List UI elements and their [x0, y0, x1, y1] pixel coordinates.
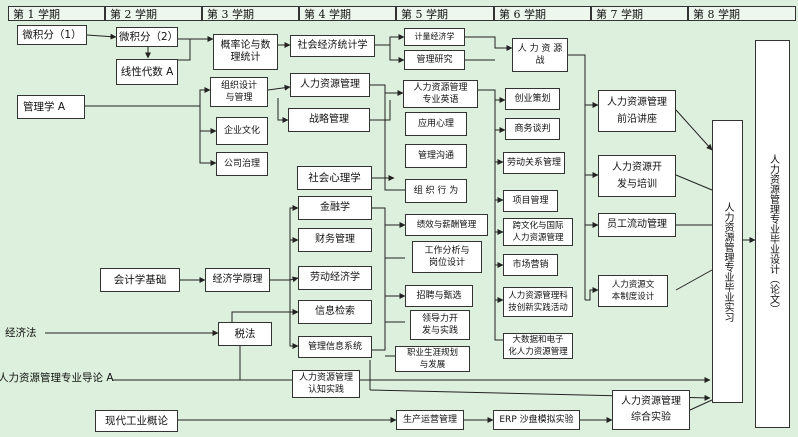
course-graduation-internship: 人力资源管理专业毕业实习: [712, 120, 743, 403]
course-linear-algebra: 线性代数 A: [116, 59, 178, 85]
course-social-statistics: 社会经济统计学: [290, 35, 375, 57]
course-social-psychology: 社会心理学: [297, 166, 372, 190]
course-hr-comprehensive-lab: 人力资源管理 综合实验: [612, 390, 690, 430]
course-graduation-thesis: 人力资源管理专业毕业设计（论文）: [755, 40, 790, 428]
course-strategic-management: 战略管理: [288, 108, 370, 132]
course-economic-law: 经济法: [5, 327, 37, 339]
semester-4-header: 第 4 学期: [299, 6, 396, 21]
course-employee-turnover: 员工流动管理: [598, 213, 676, 237]
course-erp-simulation: ERP 沙盘模拟实验: [493, 410, 580, 430]
course-career-planning: 职业生涯规划 与发展: [395, 346, 470, 372]
course-modern-industry: 现代工业概论: [95, 410, 178, 432]
course-production-operations: 生产运营管理: [396, 410, 464, 430]
course-corporate-governance: 公司治理: [216, 152, 268, 176]
course-cognitive-practice: 人力资源管理 认知实践: [292, 370, 360, 398]
course-econometrics: 计量经济学: [404, 28, 465, 46]
course-hrm: 人力资源管理: [290, 73, 370, 97]
course-management-communication: 管理沟通: [405, 144, 467, 168]
course-financial-management: 财务管理: [298, 228, 372, 252]
course-project-management: 项目管理: [503, 190, 558, 212]
course-cross-cultural-hrm: 跨文化与国际 人力资源管理: [503, 218, 573, 246]
course-information-retrieval: 信息检索: [298, 300, 372, 324]
course-finance: 金融学: [298, 196, 372, 220]
course-economics-principles: 经济学原理: [205, 268, 270, 292]
course-job-analysis: 工作分析与 岗位设计: [412, 241, 482, 273]
course-labor-relations: 劳动关系管理: [503, 152, 565, 174]
course-calculus-1: 微积分（1）: [17, 25, 87, 45]
semester-8-header: 第 8 学期: [688, 6, 796, 21]
course-bigdata-ehr: 大数据和电子 化人力资源管理: [503, 333, 573, 359]
course-performance-compensation: 绩效与薪酬管理: [405, 214, 488, 236]
course-hr-frontier-lecture: 人力资源管理 前沿讲座: [598, 90, 676, 132]
course-applied-psychology: 应用心理: [405, 112, 467, 136]
course-hr-english: 人力资源管理 专业英语: [403, 80, 478, 108]
course-marketing: 市场营销: [503, 254, 558, 276]
semester-2-header: 第 2 学期: [105, 6, 202, 21]
semester-1-header: 第 1 学期: [8, 6, 105, 21]
course-hr-strategy: 人 力 资 源 战: [512, 38, 568, 72]
course-hrm-introduction: 人力资源管理专业导论 A: [0, 372, 114, 384]
course-recruitment-selection: 招聘与甄选: [405, 285, 473, 307]
course-labor-economics: 劳动经济学: [298, 266, 372, 290]
course-corporate-culture: 企业文化: [216, 117, 268, 145]
course-business-negotiation: 商务谈判: [505, 118, 560, 140]
course-entrepreneurship: 创业策划: [505, 88, 560, 110]
semester-7-header: 第 7 学期: [591, 6, 688, 21]
course-calculus-2: 微积分（2）: [116, 27, 178, 47]
course-accounting: 会计学基础: [100, 268, 180, 292]
course-org-design: 组织设计 与管理: [210, 77, 268, 107]
course-organizational-behavior: 组 织 行 为: [405, 179, 467, 203]
course-hr-innovation-practice: 人力资源管理科 技创新实践活动: [503, 287, 573, 317]
course-management-research: 管理研究: [404, 50, 465, 70]
course-leadership-development: 领导力开 发与实践: [410, 310, 470, 340]
course-probability-statistics: 概率论与数 理统计: [213, 34, 278, 70]
semester-6-header: 第 6 学期: [494, 6, 591, 21]
course-hr-document-design: 人力资源文 本制度设计: [598, 275, 668, 307]
course-tax-law: 税法: [218, 322, 272, 346]
semester-5-header: 第 5 学期: [396, 6, 494, 21]
course-management-a: 管理学 A: [17, 95, 85, 119]
course-mis: 管理信息系统: [298, 336, 372, 358]
course-hr-development-training: 人力资源开 发与培训: [598, 155, 676, 197]
semester-3-header: 第 3 学期: [202, 6, 299, 21]
